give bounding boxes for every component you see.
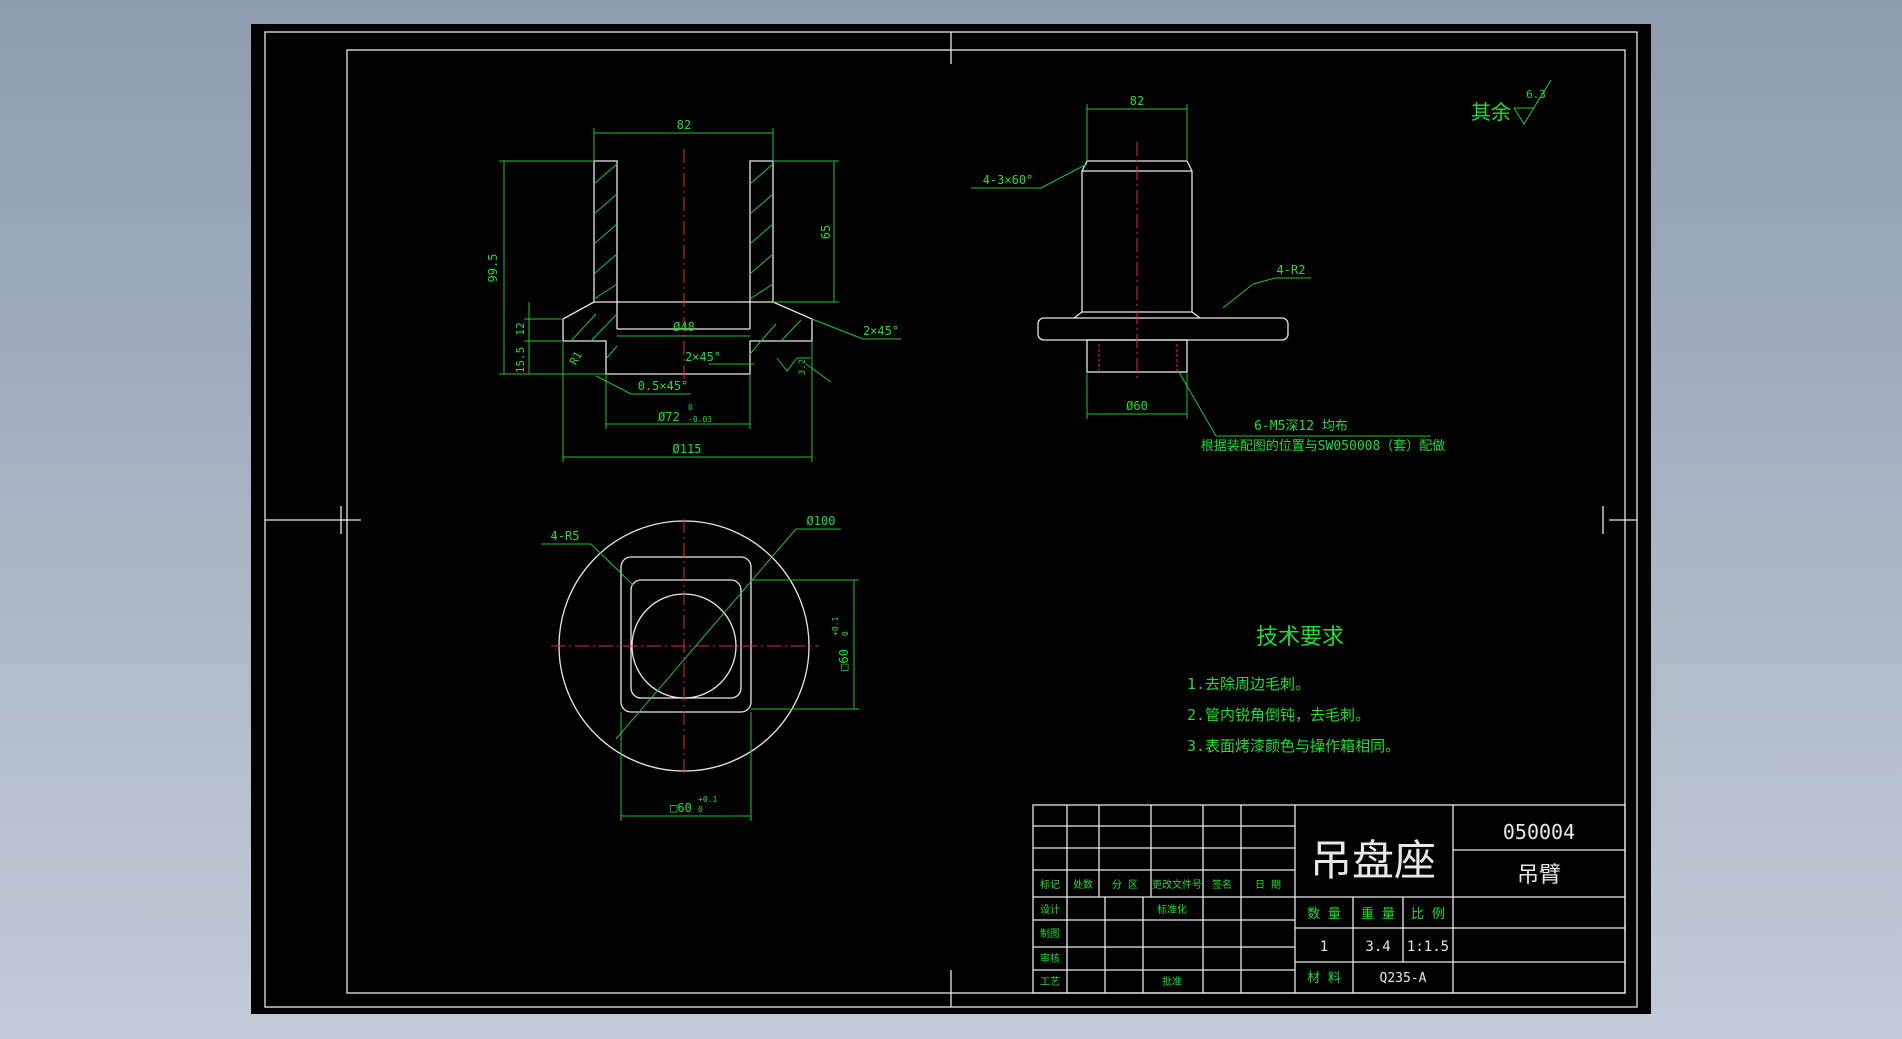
surface-finish: 其余 6.3: [1471, 79, 1552, 125]
square-h: □60: [670, 801, 692, 815]
tech-requirements: 技术要求 1.去除周边毛刺。 2.管内锐角倒钝，去毛刺。 3.表面烤漆颜色与操作…: [1187, 625, 1400, 755]
chamfer-small: 0.5×45°: [638, 379, 689, 393]
quantity-value: 1: [1320, 939, 1328, 955]
radius-note: 4-R2: [1277, 263, 1306, 277]
weight-value: 3.4: [1365, 939, 1390, 955]
spigot-tol-upper: 0: [688, 403, 693, 412]
quantity-label: 数 量: [1307, 907, 1341, 922]
approval-label: 批准: [1162, 975, 1182, 988]
square-h-tol-upper: +0.1: [698, 795, 717, 804]
role-label-3: 工艺: [1040, 976, 1060, 988]
hole-note-2: 根据装配图的位置与SW050008（套）配做: [1201, 438, 1446, 454]
role-label-0: 设计: [1040, 903, 1060, 916]
header-label-5: 日 期: [1255, 879, 1281, 891]
chamfer-outer: 2×45°: [863, 324, 899, 338]
spigot-tol-lower: -0.03: [688, 415, 712, 424]
surface-finish-label: 其余: [1471, 100, 1511, 124]
scale-value: 1:1.5: [1407, 939, 1449, 955]
cad-viewport[interactable]: 82 99.5 65 12 15.5 Ø48 2×45° 2×45° R1 3.…: [251, 24, 1651, 1014]
header-label-4: 签名: [1212, 878, 1232, 891]
dim-base-15-5: 15.5: [514, 347, 527, 374]
assembly-name: 吊臂: [1517, 863, 1561, 888]
dim-total-height: 99.5: [486, 254, 500, 283]
hole-note: 6-M5深12 均布: [1254, 419, 1348, 434]
standardization-label: 标准化: [1157, 903, 1187, 916]
dim-bore: Ø48: [673, 320, 695, 334]
square-v-tol-lower: 0: [841, 631, 850, 636]
top-view: 4-R5 Ø100 □60 +0.1 0 □60 +0.1 0: [541, 514, 859, 821]
header-label-2: 分 区: [1112, 879, 1138, 891]
part-name: 吊盘座: [1310, 836, 1436, 885]
side-dim-top-width: 82: [1130, 94, 1144, 108]
dim-flange-12: 12: [514, 322, 527, 335]
scale-label: 比 例: [1411, 907, 1445, 922]
dim-tube-height: 65: [819, 225, 833, 239]
header-label-1: 处数: [1073, 878, 1093, 891]
chamfer-note: 4-3×60°: [983, 173, 1034, 187]
material-label: 材 料: [1307, 971, 1341, 986]
title-block: 吊盘座 050004 吊臂 标记 处数 分 区 更改文件号 签名 日 期 设计 …: [1032, 804, 1626, 994]
roughness-3-2: 3.2: [798, 359, 808, 375]
role-label-2: 审核: [1040, 952, 1060, 965]
outer-dia: Ø100: [807, 514, 836, 528]
square-v-tol-upper: +0.1: [831, 617, 840, 636]
side-dim-spigot: Ø60: [1126, 399, 1148, 413]
chamfer-inner: 2×45°: [685, 350, 721, 364]
tech-item-3: 3.表面烤漆颜色与操作箱相同。: [1187, 737, 1400, 755]
tech-item-1: 1.去除周边毛刺。: [1187, 675, 1310, 693]
drawing-number: 050004: [1503, 820, 1575, 844]
radius-r1: R1: [567, 349, 585, 367]
material-value: Q235-A: [1380, 971, 1427, 986]
header-label-0: 标记: [1040, 879, 1060, 891]
weight-label: 重 量: [1361, 906, 1395, 922]
header-label-3: 更改文件号: [1152, 878, 1202, 891]
role-label-1: 制图: [1040, 927, 1060, 940]
tech-item-2: 2.管内锐角倒钝，去毛刺。: [1187, 706, 1370, 724]
side-view: 82 4-3×60° 4-R2 Ø60 6-M5深12 均布 根据装配图的位置与…: [971, 94, 1445, 454]
surface-finish-value: 6.3: [1526, 88, 1546, 101]
sheet-border: [264, 31, 1638, 1008]
dim-spigot: Ø72: [658, 410, 680, 424]
square-h-tol-lower: 0: [698, 805, 703, 814]
section-view: 82 99.5 65 12 15.5 Ø48 2×45° 2×45° R1 3.…: [486, 118, 901, 462]
engineering-drawing: 82 99.5 65 12 15.5 Ø48 2×45° 2×45° R1 3.…: [264, 31, 1638, 1008]
dim-top-width: 82: [677, 118, 691, 132]
square-v: □60: [837, 649, 851, 671]
tech-heading: 技术要求: [1256, 625, 1344, 650]
corner-radius: 4-R5: [551, 529, 580, 543]
dim-flange-dia: Ø115: [673, 442, 702, 456]
